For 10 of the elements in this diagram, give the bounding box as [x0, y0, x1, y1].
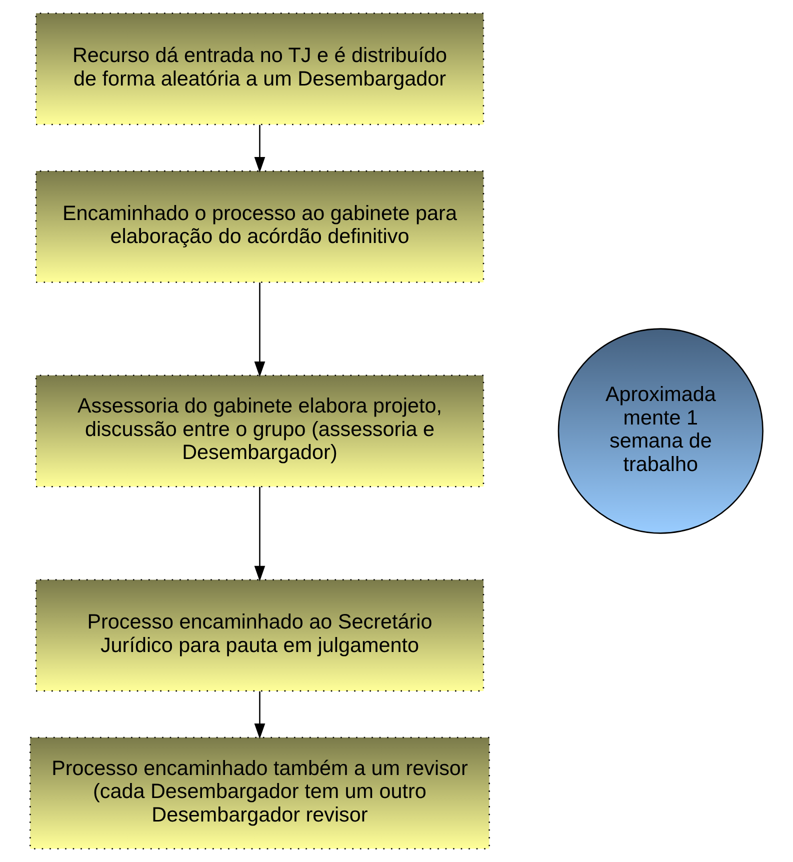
node-box: Recurso dá entrada no TJ e é distribuído de forma aleatória a um Desembargador	[35, 12, 484, 126]
node-box: Assessoria do gabinete elabora projeto, discussão entre o grupo (assessoria e Desembargador)	[35, 374, 484, 488]
node-box: Encaminhado o processo ao gabinete para elaboração do acórdão definitivo	[35, 170, 484, 283]
arrow	[254, 124, 266, 173]
arrow	[254, 486, 266, 582]
arrow	[254, 282, 266, 378]
arrow	[254, 691, 266, 740]
node-box: Processo encaminhado também a um revisor (cada Desembargador tem um outro Desembargador revisor	[30, 736, 490, 850]
node-box: Processo encaminhado ao Secretário Jurídico para pauta em julgamento	[35, 579, 484, 692]
node-circle: Aproximada mente 1 semana de trabalho	[558, 328, 764, 534]
